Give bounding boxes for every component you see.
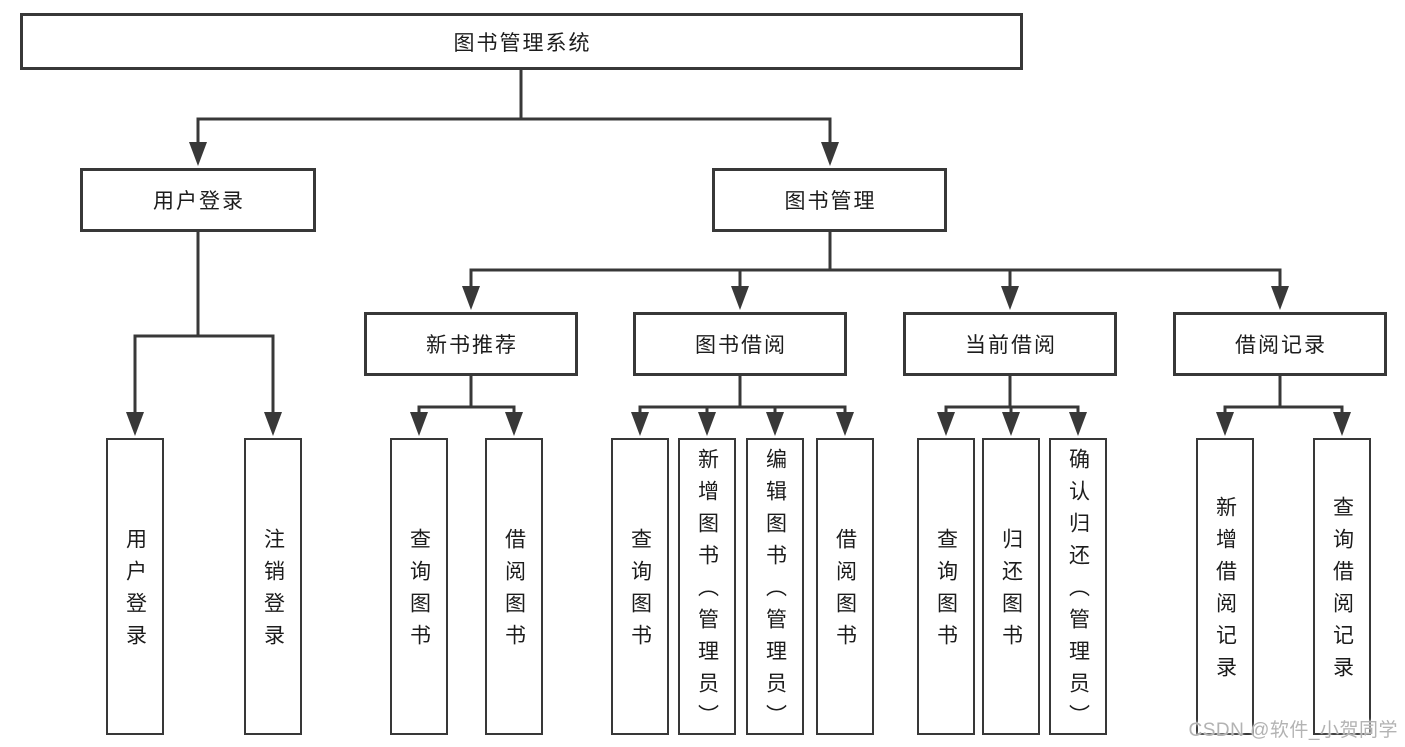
leaf-return-books: 归还图书 [982,438,1040,735]
leaf-borrow-books: 借阅图书 [816,438,874,735]
arrowhead-down-icon [766,412,784,436]
node-borrowing-records: 借阅记录 [1173,312,1387,376]
leaf-label: 查询图书 [628,528,652,656]
leaf-borrow-books: 借阅图书 [485,438,543,735]
leaf-label: 借阅图书 [833,528,857,656]
leaf-add-borrow-record: 新增借阅记录 [1196,438,1254,735]
node-new-book-recommendation: 新书推荐 [364,312,578,376]
leaf-label: 用户登录 [123,528,147,656]
node-current-borrowing: 当前借阅 [903,312,1117,376]
node-label: 借阅记录 [1235,334,1327,357]
leaf-label: 查询借阅记录 [1330,496,1354,688]
node-label: 图书管理 [784,190,877,213]
leaf-user-login: 用户登录 [106,438,164,735]
leaf-label: 查询图书 [934,528,958,656]
arrowhead-down-icon [1271,286,1289,310]
leaf-label: 新增借阅记录 [1213,496,1237,688]
leaf-search-books: 查询图书 [390,438,448,735]
arrowhead-down-icon [462,286,480,310]
arrowhead-down-icon [410,412,428,436]
leaf-label: 归还图书 [999,528,1023,656]
watermark: CSDN @软件_小贺同学 [1188,720,1398,741]
leaf-logout: 注销登录 [244,438,302,735]
leaf-label: 确认归还（管理员） [1066,448,1090,736]
arrowhead-down-icon [1001,286,1019,310]
node-user-login: 用户登录 [80,168,316,232]
arrowheads [126,142,1351,436]
node-book-management: 图书管理 [712,168,947,232]
leaf-label: 注销登录 [261,528,285,656]
arrowhead-down-icon [937,412,955,436]
leaf-search-books: 查询图书 [611,438,669,735]
arrowhead-down-icon [731,286,749,310]
node-label: 图书管理系统 [453,31,592,55]
leaf-label: 查询图书 [407,528,431,656]
leaf-search-books: 查询图书 [917,438,975,735]
leaf-label: 新增图书（管理员） [695,448,719,736]
node-label: 新书推荐 [426,334,518,357]
arrowhead-down-icon [1333,412,1351,436]
arrowhead-down-icon [126,412,144,436]
arrowhead-down-icon [1216,412,1234,436]
leaf-search-borrow-record: 查询借阅记录 [1313,438,1371,735]
node-book-borrowing: 图书借阅 [633,312,847,376]
leaf-label: 编辑图书（管理员） [763,448,787,736]
leaf-add-books-admin: 新增图书（管理员） [678,438,736,736]
arrowhead-down-icon [505,412,523,436]
arrowhead-down-icon [698,412,716,436]
arrowhead-down-icon [189,142,207,166]
leaf-confirm-return-admin: 确认归还（管理员） [1049,438,1107,736]
arrowhead-down-icon [631,412,649,436]
node-library-management-system: 图书管理系统 [20,13,1023,70]
arrowhead-down-icon [1069,412,1087,436]
node-label: 用户登录 [153,190,245,213]
arrowhead-down-icon [821,142,839,166]
arrowhead-down-icon [264,412,282,436]
leaf-edit-books-admin: 编辑图书（管理员） [746,438,804,736]
node-label: 当前借阅 [965,334,1057,357]
leaf-label: 借阅图书 [502,528,526,656]
node-label: 图书借阅 [695,334,787,357]
arrowhead-down-icon [1002,412,1020,436]
arrowhead-down-icon [836,412,854,436]
